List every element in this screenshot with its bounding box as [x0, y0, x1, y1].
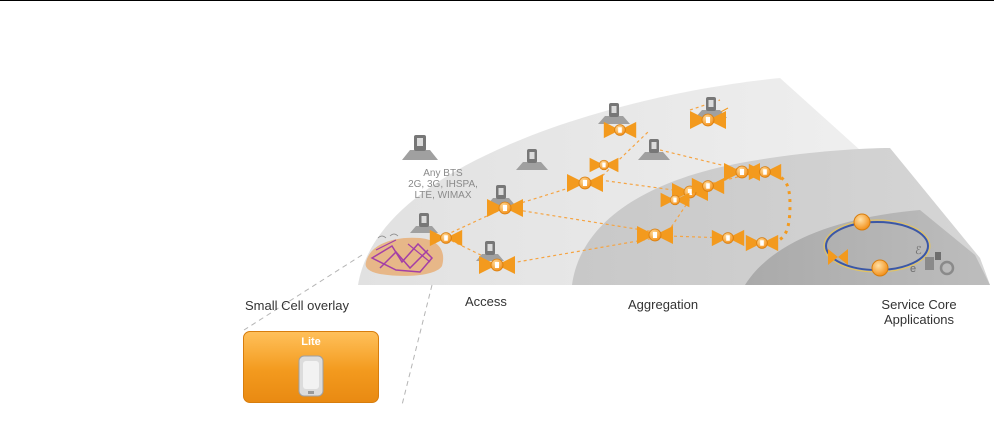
network-node-icon [430, 230, 462, 246]
network-node-icon [661, 193, 690, 207]
access-label: Access [465, 294, 507, 309]
small-cell-overlay-label: Small Cell overlay [245, 298, 349, 313]
callout-line-left [244, 255, 362, 330]
network-node-icon [479, 256, 515, 274]
network-node-icon [749, 164, 781, 180]
aggregation-label: Aggregation [628, 297, 698, 312]
callout-line-right [402, 285, 432, 405]
network-node-icon [746, 235, 778, 251]
bts-description: Any BTS 2G, 3G, IHSPA, LTE, WIMAX [398, 168, 488, 201]
bts-line-1: Any BTS [398, 168, 488, 179]
network-node-icon [590, 158, 619, 172]
network-node-icon [604, 122, 636, 138]
bts-line-3: LTE, WIMAX [398, 190, 488, 201]
network-node-icon [692, 178, 724, 194]
bts-line-2: 2G, 3G, IHSPA, [398, 179, 488, 190]
lite-title: Lite [244, 336, 378, 348]
network-node-icon [712, 230, 744, 246]
lite-device-icon [287, 352, 335, 400]
svg-text:e: e [910, 263, 916, 275]
service-core-line: Service Core [874, 297, 964, 312]
bts-tower-icon [402, 135, 438, 160]
svg-text:ℰ: ℰ [915, 245, 922, 257]
service-core-label: Service Core Applications [874, 297, 964, 327]
applications-line: Applications [874, 312, 964, 327]
